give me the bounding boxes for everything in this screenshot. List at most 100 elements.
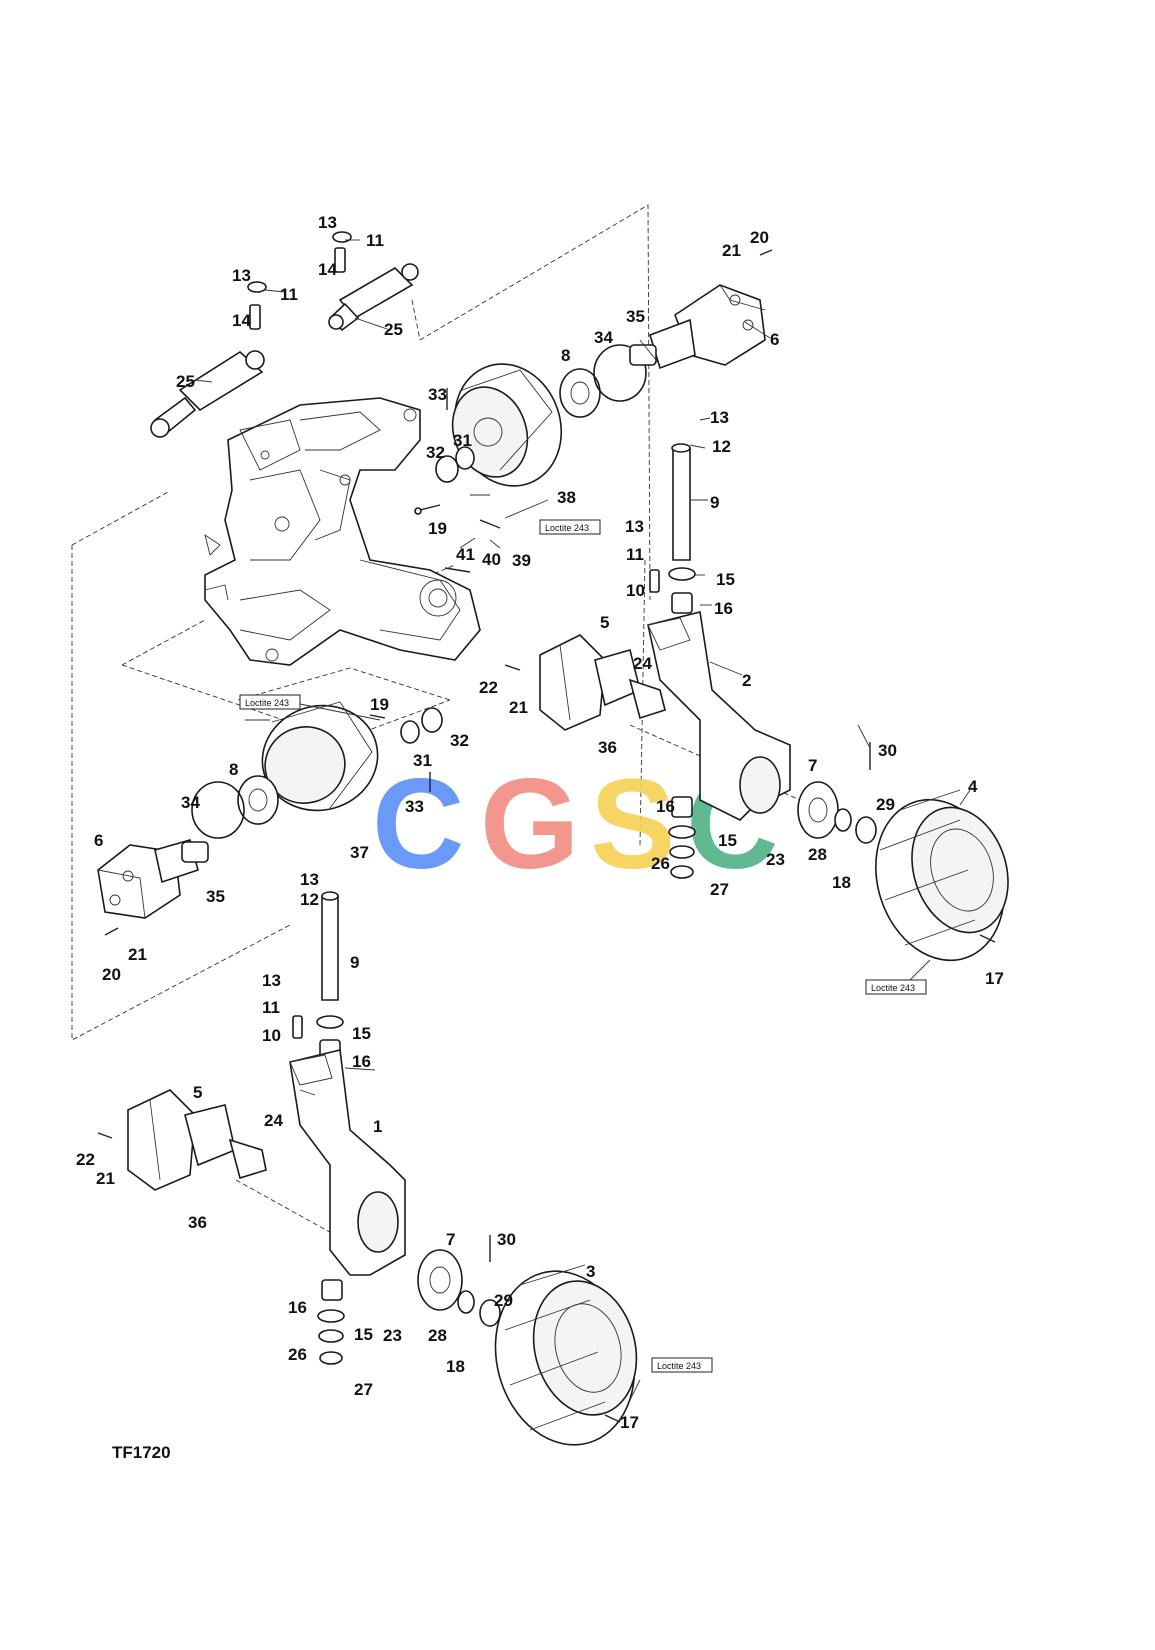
callout-9: 9 bbox=[350, 953, 359, 972]
svg-text:Loctite 243: Loctite 243 bbox=[245, 698, 289, 708]
callout-15: 15 bbox=[716, 570, 735, 589]
callout-16: 16 bbox=[656, 797, 675, 816]
callout-11: 11 bbox=[626, 545, 644, 564]
callout-37: 37 bbox=[350, 843, 369, 862]
axle-frame-housing bbox=[204, 397, 481, 666]
hydraulic-motor-lower-left bbox=[97, 839, 209, 919]
callout-11: 11 bbox=[280, 285, 298, 304]
callout-11: 11 bbox=[262, 998, 280, 1017]
callout-19: 19 bbox=[428, 519, 447, 538]
callout-33: 33 bbox=[405, 797, 424, 816]
callout-17: 17 bbox=[985, 969, 1004, 988]
wheel-motor-5-lower bbox=[127, 1089, 267, 1191]
wheel-motor-5-upper bbox=[539, 634, 666, 731]
svg-text:Loctite 243: Loctite 243 bbox=[871, 983, 915, 993]
steering-cylinder-left bbox=[150, 350, 265, 438]
callout-13: 13 bbox=[232, 266, 251, 285]
callout-19: 19 bbox=[370, 695, 389, 714]
callout-7: 7 bbox=[808, 756, 817, 775]
callout-15: 15 bbox=[718, 831, 737, 850]
callout-41: 41 bbox=[456, 545, 475, 564]
kingpin-lower bbox=[321, 891, 339, 1001]
hydraulic-motor-upper-right bbox=[629, 284, 766, 370]
callout-22: 22 bbox=[479, 678, 498, 697]
callout-23: 23 bbox=[766, 850, 785, 869]
callout-18: 18 bbox=[446, 1357, 465, 1376]
callout-8: 8 bbox=[229, 760, 238, 779]
callout-8: 8 bbox=[561, 346, 570, 365]
callout-16: 16 bbox=[288, 1298, 307, 1317]
callout-12: 12 bbox=[300, 890, 319, 909]
callout-13: 13 bbox=[262, 971, 281, 990]
bolts bbox=[97, 249, 996, 1423]
steering-knuckle-1 bbox=[289, 1049, 406, 1276]
callout-31: 31 bbox=[453, 431, 472, 450]
watermark-letter: S bbox=[590, 753, 675, 896]
hub-flanges bbox=[417, 781, 877, 1327]
callout-10: 10 bbox=[626, 581, 645, 600]
callout-34: 34 bbox=[181, 793, 200, 812]
loctite-note-1: Loctite 243 bbox=[539, 519, 601, 535]
wheel-3 bbox=[494, 1264, 638, 1446]
callout-29: 29 bbox=[494, 1291, 513, 1310]
callout-13: 13 bbox=[300, 870, 319, 889]
callout-31: 31 bbox=[413, 751, 432, 770]
callout-15: 15 bbox=[352, 1024, 371, 1043]
brake-drum-38 bbox=[451, 363, 563, 487]
callout-21: 21 bbox=[96, 1169, 115, 1188]
callout-1: 1 bbox=[373, 1117, 382, 1136]
callout-3: 3 bbox=[586, 1262, 595, 1281]
callout-6: 6 bbox=[770, 330, 779, 349]
callout-22: 22 bbox=[76, 1150, 95, 1169]
callout-14: 14 bbox=[318, 260, 337, 279]
callout-32: 32 bbox=[450, 731, 469, 750]
callout-25: 25 bbox=[176, 372, 195, 391]
loctite-note-2: Loctite 243 bbox=[239, 694, 301, 710]
callout-27: 27 bbox=[710, 880, 729, 899]
callout-20: 20 bbox=[750, 228, 769, 247]
callout-29: 29 bbox=[876, 795, 895, 814]
callout-35: 35 bbox=[206, 887, 225, 906]
watermark-letter: C bbox=[372, 753, 464, 896]
callout-30: 30 bbox=[878, 741, 897, 760]
callout-10: 10 bbox=[262, 1026, 281, 1045]
callout-16: 16 bbox=[352, 1052, 371, 1071]
callout-5: 5 bbox=[193, 1083, 202, 1102]
kingpin-upper bbox=[671, 443, 691, 561]
callout-18: 18 bbox=[832, 873, 851, 892]
callout-17: 17 bbox=[620, 1413, 639, 1432]
callout-2: 2 bbox=[742, 671, 751, 690]
callout-32: 32 bbox=[426, 443, 445, 462]
callout-15: 15 bbox=[354, 1325, 373, 1344]
callout-38: 38 bbox=[557, 488, 576, 507]
svg-text:Loctite 243: Loctite 243 bbox=[657, 1361, 701, 1371]
callout-30: 30 bbox=[497, 1230, 516, 1249]
callout-24: 24 bbox=[264, 1111, 283, 1130]
watermark: C G S C bbox=[372, 753, 778, 896]
callout-21: 21 bbox=[128, 945, 147, 964]
callout-20: 20 bbox=[102, 965, 121, 984]
callout-14: 14 bbox=[232, 311, 251, 330]
steering-cylinder-right bbox=[328, 263, 419, 332]
callout-13: 13 bbox=[625, 517, 644, 536]
loctite-note-3: Loctite 243 bbox=[865, 979, 927, 995]
callout-27: 27 bbox=[354, 1380, 373, 1399]
callout-25: 25 bbox=[384, 320, 403, 339]
callout-13: 13 bbox=[710, 408, 729, 427]
callout-23: 23 bbox=[383, 1326, 402, 1345]
callout-28: 28 bbox=[808, 845, 827, 864]
callout-12: 12 bbox=[712, 437, 731, 456]
callout-21: 21 bbox=[722, 241, 741, 260]
callout-9: 9 bbox=[710, 493, 719, 512]
callout-26: 26 bbox=[288, 1345, 307, 1364]
callout-13: 13 bbox=[318, 213, 337, 232]
callout-39: 39 bbox=[512, 551, 531, 570]
brake-drum-37 bbox=[261, 701, 379, 812]
callout-34: 34 bbox=[594, 328, 613, 347]
callout-4: 4 bbox=[968, 777, 978, 796]
callout-33: 33 bbox=[428, 385, 447, 404]
callout-5: 5 bbox=[600, 613, 609, 632]
callout-26: 26 bbox=[651, 854, 670, 873]
